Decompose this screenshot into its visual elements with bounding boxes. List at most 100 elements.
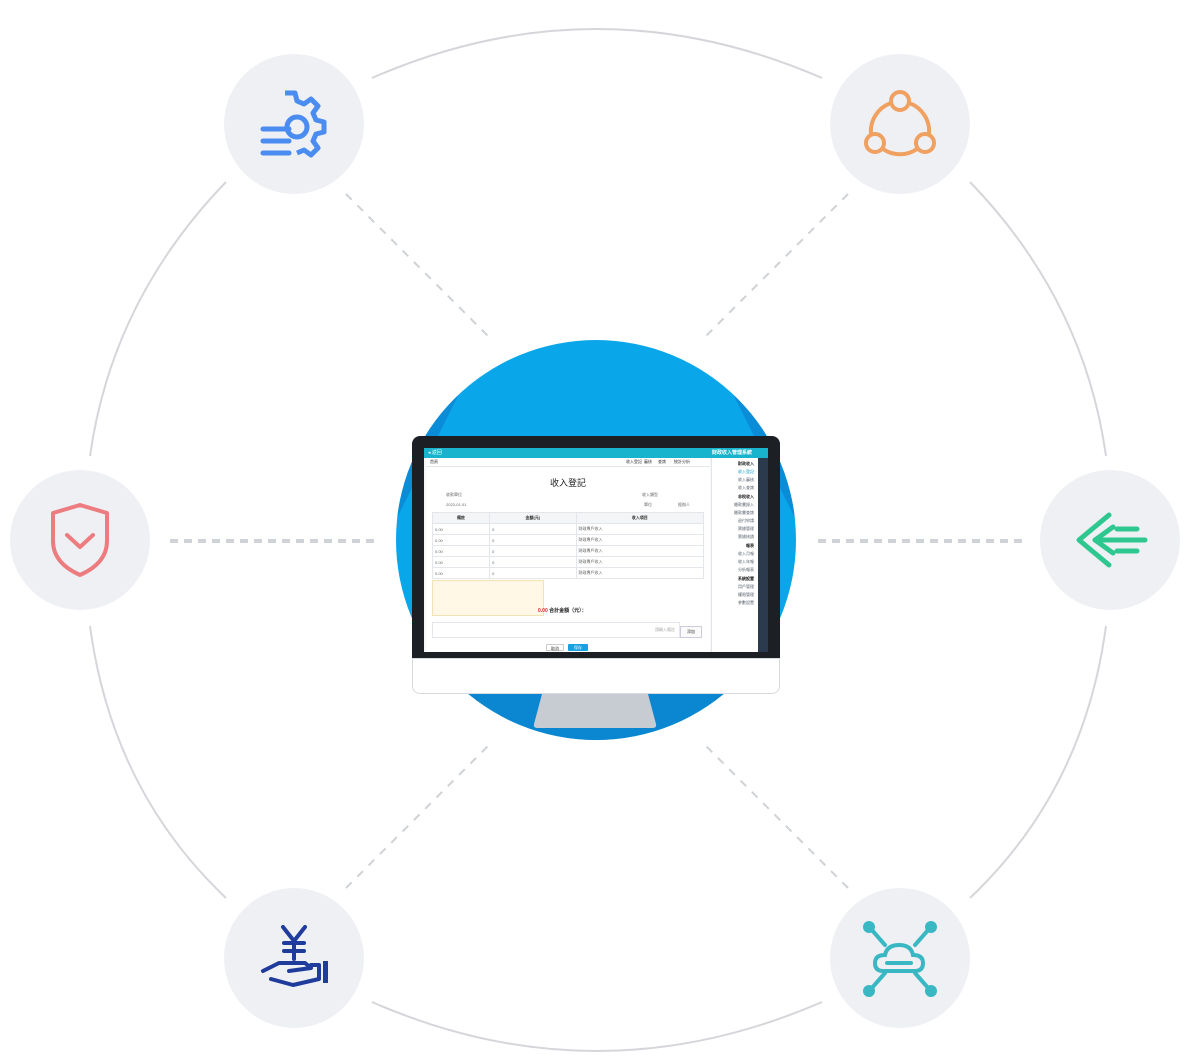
sidebar-item[interactable]: 收入年報: [738, 559, 754, 564]
table-row[interactable]: 0.00 0 財政專戶收入: [431, 545, 705, 557]
header-item: 收入項目: [575, 512, 705, 524]
table-header-row: 備註 金額(元) 收入項目: [431, 512, 705, 524]
sidebar-item[interactable]: 收入月報: [738, 551, 754, 556]
save-button[interactable]: 保存: [568, 644, 588, 651]
monitor-chin: [412, 658, 780, 694]
table-cell[interactable]: 財政專戶收入: [575, 523, 705, 535]
sidebar-item[interactable]: 收入審核: [738, 477, 754, 482]
note-placeholder: 請輸入備註: [655, 627, 675, 632]
node-share: [830, 54, 970, 194]
sidebar-item[interactable]: 收入查詢: [738, 485, 754, 490]
table-row[interactable]: 0.00 0 財政專戶收入: [431, 523, 705, 535]
sidebar-item[interactable]: 分析報表: [738, 567, 754, 572]
table-cell[interactable]: 0: [489, 534, 577, 546]
table-cell[interactable]: 0: [489, 545, 577, 557]
tab-query[interactable]: 查詢: [658, 459, 666, 464]
type-field[interactable]: 收入類型: [642, 492, 658, 497]
dept-field[interactable]: 單位: [644, 502, 652, 507]
payment-info-panel: [432, 580, 544, 616]
node-cloud: [830, 888, 970, 1028]
sidebar-menu: 財政收入 收入登記 收入審核 收入查詢 非稅收入 繳款書錄入 繳款書查詢 退付申…: [711, 458, 758, 652]
unit-field[interactable]: 收款單位: [446, 492, 462, 497]
sidebar-item[interactable]: 退付申請: [738, 518, 754, 523]
add-note-button[interactable]: 添加: [680, 626, 702, 638]
main-panel: 首頁 收入登記 審核 查詢 統計分析 收入登記 收款單位 收入類型 2023-0…: [426, 458, 710, 652]
sidebar-item[interactable]: 票據管理: [738, 526, 754, 531]
sidebar-item[interactable]: 繳款書錄入: [734, 502, 754, 507]
table-row[interactable]: 0.00 0 財政專戶收入: [431, 567, 705, 579]
monitor-bezel: ◂ 返回 財政收入管理系統 首頁 收入登記 審核 查詢 統計分析 收入登記 收款…: [412, 436, 780, 658]
sidebar-group[interactable]: 財政收入: [738, 461, 754, 466]
total-amount: 0.00: [538, 608, 548, 614]
sidebar-group[interactable]: 報表: [746, 543, 754, 548]
tab-stats[interactable]: 統計分析: [674, 459, 690, 464]
app-screen: ◂ 返回 財政收入管理系統 首頁 收入登記 審核 查詢 統計分析 收入登記 收款…: [424, 448, 768, 652]
ring-arc-lower-left: [89, 625, 227, 899]
sidebar-group[interactable]: 非稅收入: [738, 494, 754, 499]
cancel-button[interactable]: 取消: [546, 644, 564, 651]
header-note: 備註: [431, 512, 491, 524]
sidebar-item[interactable]: 用戶管理: [738, 584, 754, 589]
form-footer: 取消 保存: [426, 644, 710, 652]
app-title: 財政收入管理系統: [711, 450, 752, 456]
tab-review[interactable]: 審核: [644, 459, 652, 464]
tab-home[interactable]: 首頁: [430, 459, 438, 464]
app-topbar: ◂ 返回 財政收入管理系統: [424, 448, 768, 458]
sidebar-item[interactable]: 收入登記: [738, 469, 754, 474]
table-cell[interactable]: 0.00: [431, 534, 491, 546]
ring-arc-upper-left: [89, 181, 227, 457]
form-row-1: 收款單位 收入類型: [432, 492, 704, 498]
node-settings: [224, 54, 364, 194]
handler-field[interactable]: 經辦人: [678, 502, 690, 507]
page-title: 收入登記: [549, 478, 586, 488]
ring-arc-lower-right: [969, 625, 1107, 899]
shield-check-icon: [51, 503, 109, 577]
table-cell[interactable]: 財政專戶收入: [575, 556, 705, 568]
ring-arc-top: [371, 28, 823, 79]
date-field[interactable]: 2023-01-01: [446, 502, 467, 507]
transfer-arrow-icon: [1076, 512, 1148, 568]
header-amount: 金額(元): [489, 512, 577, 524]
node-transfer: [1040, 470, 1180, 610]
icon-rail: [758, 458, 768, 652]
share-network-icon: [864, 90, 936, 157]
table-row[interactable]: 0.00 0 財政專戶收入: [431, 556, 705, 568]
node-finance: [224, 888, 364, 1028]
table-cell[interactable]: 財政專戶收入: [575, 567, 705, 579]
table-cell[interactable]: 0: [489, 556, 577, 568]
spoke-bottom-right: [701, 741, 849, 889]
yen-hand-icon: [261, 925, 328, 987]
note-input[interactable]: 請輸入備註: [432, 622, 680, 638]
table-cell[interactable]: 財政專戶收入: [575, 534, 705, 546]
table-row[interactable]: 0.00 0 財政專戶收入: [431, 534, 705, 546]
node-security: [10, 470, 150, 610]
cloud-network-icon: [863, 921, 937, 997]
income-table: 備註 金額(元) 收入項目 0.00 0 財政專戶收入: [431, 512, 705, 579]
total-label: 合計金額（元）：: [549, 608, 587, 614]
spoke-top-left: [345, 193, 493, 341]
tab-bar: 首頁 收入登記 審核 查詢 統計分析: [426, 458, 710, 467]
sidebar-item[interactable]: 繳款書查詢: [734, 510, 754, 515]
topbar-back-button[interactable]: ◂ 返回: [428, 450, 442, 456]
monitor: ◂ 返回 財政收入管理系統 首頁 收入登記 審核 查詢 統計分析 收入登記 收款…: [412, 436, 780, 694]
sidebar-item[interactable]: 參數設置: [738, 600, 754, 605]
table-cell[interactable]: 0.00: [431, 523, 491, 535]
sidebar-group[interactable]: 系統設置: [738, 576, 754, 581]
form-row-2: 2023-01-01 單位 經辦人: [432, 502, 704, 508]
sidebar-item[interactable]: 票據核銷: [738, 534, 754, 539]
table-cell[interactable]: 0: [489, 523, 577, 535]
spoke-top-right: [701, 193, 849, 341]
tab-register[interactable]: 收入登記: [626, 459, 642, 464]
monitor-stand: [533, 694, 657, 728]
table-cell[interactable]: 0: [489, 567, 577, 579]
spoke-bottom-left: [345, 741, 493, 889]
table-cell[interactable]: 0.00: [431, 545, 491, 557]
settings-list-icon: [260, 90, 327, 158]
ring-arc-upper-right: [969, 181, 1107, 457]
sidebar-item[interactable]: 權限管理: [738, 592, 754, 597]
table-cell[interactable]: 財政專戶收入: [575, 545, 705, 557]
table-cell[interactable]: 0.00: [431, 567, 491, 579]
table-cell[interactable]: 0.00: [431, 556, 491, 568]
